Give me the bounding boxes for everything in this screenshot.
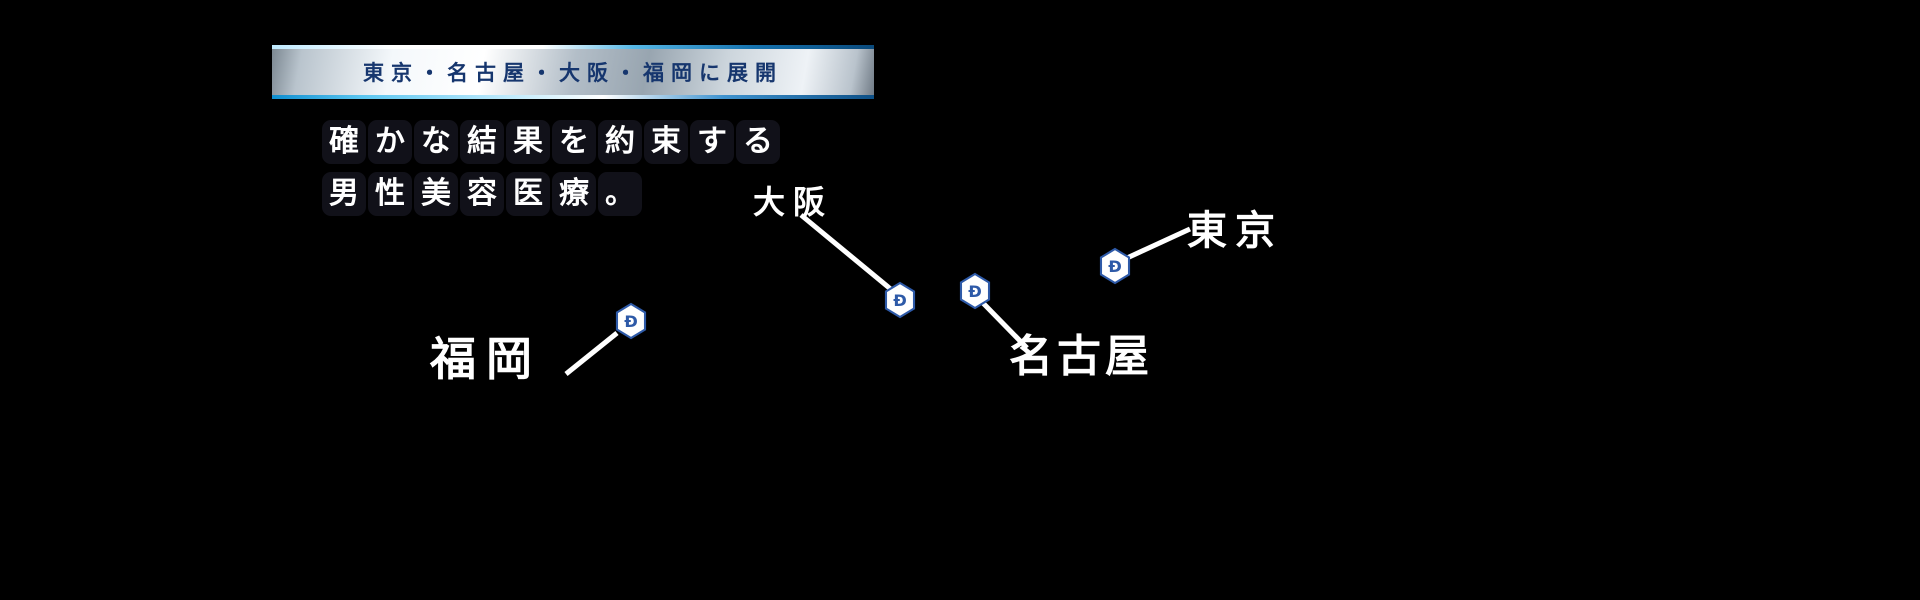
locations-banner: 東京・名古屋・大阪・福岡に展開 (272, 45, 874, 99)
map-pin-osaka: Ð (883, 281, 917, 319)
headline-char-tile: を (552, 120, 596, 164)
headline-char-tile: 男 (322, 172, 366, 216)
leader-line-fukuoka (564, 331, 619, 376)
banner-bottom-accent-line (272, 95, 874, 99)
map-pin-fukuoka: Ð (614, 302, 648, 340)
headline-line-2: 男性美容医療。 (322, 172, 642, 216)
hexagon-pin-icon: Ð (615, 302, 647, 340)
map-pin-nagoya: Ð (958, 272, 992, 310)
leader-line-osaka (799, 213, 895, 293)
map-pin-tokyo: Ð (1098, 247, 1132, 285)
headline-char-tile: 性 (368, 172, 412, 216)
leader-line-tokyo (1125, 226, 1192, 261)
headline-char-tile: 容 (460, 172, 504, 216)
headline-char-tile: 約 (598, 120, 642, 164)
pin-logo-glyph: Ð (968, 282, 982, 301)
hexagon-pin-icon: Ð (884, 281, 916, 319)
hexagon-pin-icon: Ð (1099, 247, 1131, 285)
headline-char-tile: 確 (322, 120, 366, 164)
headline-char-tile: 療 (552, 172, 596, 216)
headline-char-tile: る (736, 120, 780, 164)
headline-char-tile: な (414, 120, 458, 164)
headline-char-tile: か (368, 120, 412, 164)
map-label-nagoya: 名古屋 (1009, 332, 1153, 381)
banner-top-accent-line (272, 45, 874, 49)
map-label-osaka: 大阪 (753, 184, 834, 220)
pin-logo-glyph: Ð (1108, 257, 1122, 276)
headline-char-tile: 美 (414, 172, 458, 216)
pin-logo-glyph: Ð (893, 291, 907, 310)
hexagon-pin-icon: Ð (959, 272, 991, 310)
headline-char-tile: 医 (506, 172, 550, 216)
headline-char-tile: 。 (598, 172, 642, 216)
locations-banner-text: 東京・名古屋・大阪・福岡に展開 (363, 62, 783, 85)
map-label-fukuoka: 福岡 (430, 333, 542, 385)
headline-char-tile: 果 (506, 120, 550, 164)
headline-char-tile: 結 (460, 120, 504, 164)
headline-line-1: 確かな結果を約束する (322, 120, 780, 164)
headline-char-tile: 束 (644, 120, 688, 164)
map-label-tokyo: 東京 (1187, 209, 1283, 253)
headline-char-tile: す (690, 120, 734, 164)
pin-logo-glyph: Ð (624, 312, 638, 331)
